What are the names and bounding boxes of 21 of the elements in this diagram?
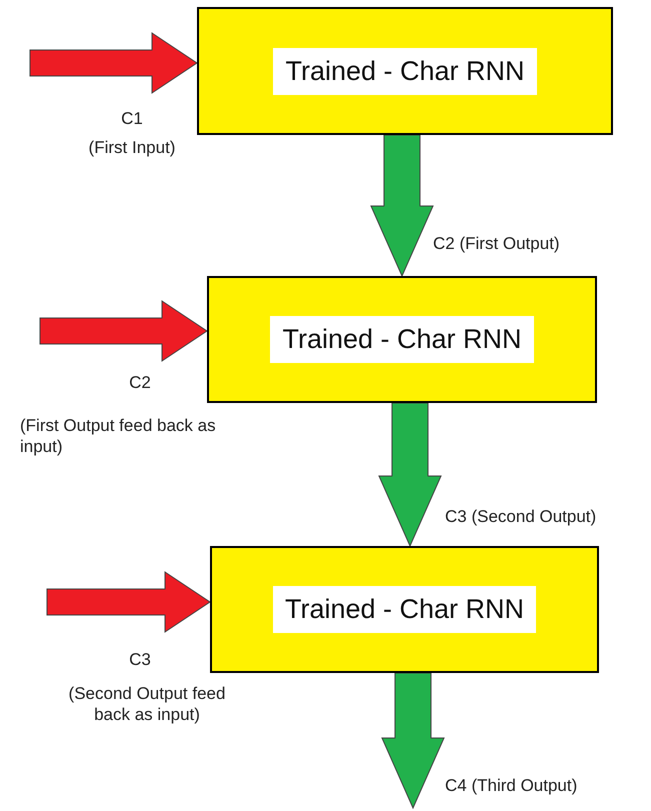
block-arrow bbox=[46, 571, 211, 633]
edge-label: C2 (First Output) bbox=[433, 233, 561, 254]
box-label: Trained - Char RNN bbox=[272, 586, 536, 633]
block-arrow bbox=[40, 300, 208, 362]
block-arrow bbox=[381, 672, 445, 810]
edge-label: C2 bbox=[128, 372, 152, 393]
box-label: Trained - Char RNN bbox=[273, 48, 537, 94]
edge-label: C3 bbox=[128, 649, 152, 670]
box-label: Trained - Char RNN bbox=[270, 316, 534, 363]
edge-label: C3 (Second Output) bbox=[445, 506, 598, 527]
note-text: (First Output feed back as input) bbox=[20, 415, 217, 457]
note-text: (Second Output feed back as input) bbox=[68, 683, 226, 725]
process-box bbox=[207, 276, 597, 403]
process-box bbox=[210, 546, 599, 673]
block-arrow bbox=[370, 134, 434, 278]
block-arrow bbox=[378, 402, 442, 548]
block-arrow bbox=[30, 32, 198, 94]
edge-label: C1 bbox=[120, 108, 144, 129]
edge-label: C4 (Third Output) bbox=[445, 775, 578, 796]
process-box bbox=[197, 7, 613, 135]
note-text: (First Input) bbox=[88, 137, 176, 158]
